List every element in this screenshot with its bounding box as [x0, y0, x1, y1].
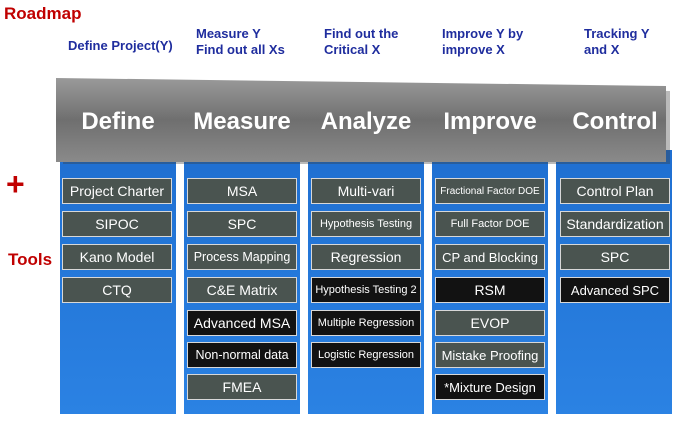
tool-evop: EVOP [435, 310, 545, 336]
tool-sipoc: SIPOC [62, 211, 172, 237]
tool-fractional-factor-doe: Fractional Factor DOE [435, 178, 545, 204]
step-desc-define: Define Project(Y) [68, 38, 173, 53]
tool-process-mapping: Process Mapping [187, 244, 297, 270]
tool-regression: Regression [311, 244, 421, 270]
step-desc-measure: Measure Y Find out all Xs [196, 26, 285, 57]
tool-non-normal-data: Non-normal data [187, 342, 297, 368]
step-desc-control: Tracking Y and X [584, 26, 650, 57]
tools-label: Tools [8, 250, 53, 269]
tool-fmea: FMEA [187, 374, 297, 400]
phase-banner [56, 78, 670, 164]
tool-msa: MSA [187, 178, 297, 204]
page-title: Roadmap [4, 4, 82, 23]
tool-spc: SPC [187, 211, 297, 237]
tool-spc-control: SPC [560, 244, 670, 270]
tool-logistic-regression: Logistic Regression [311, 342, 421, 368]
phase-define: Define [81, 108, 155, 135]
phase-measure: Measure [193, 108, 291, 135]
plus-sign: + [6, 166, 25, 202]
tool-cp-and-blocking: CP and Blocking [435, 244, 545, 270]
tool-control-plan: Control Plan [560, 178, 670, 204]
tool-multi-vari: Multi-vari [311, 178, 421, 204]
tool-project-charter: Project Charter [62, 178, 172, 204]
tool-ce-matrix: C&E Matrix [187, 277, 297, 303]
tool-full-factor-doe: Full Factor DOE [435, 211, 545, 237]
phase-improve: Improve [443, 108, 537, 135]
step-desc-analyze: Find out the Critical X [324, 26, 399, 57]
tool-standardization: Standardization [560, 211, 670, 237]
phase-analyze: Analyze [320, 108, 412, 135]
tool-mixture-design: *Mixture Design [435, 374, 545, 400]
phase-control: Control [572, 108, 658, 135]
tool-advanced-spc: Advanced SPC [560, 277, 670, 303]
tool-ctq: CTQ [62, 277, 172, 303]
tool-multiple-regression: Multiple Regression [311, 310, 421, 336]
tool-hypothesis-testing: Hypothesis Testing [311, 211, 421, 237]
tool-rsm: RSM [435, 277, 545, 303]
tool-mistake-proofing: Mistake Proofing [435, 342, 545, 368]
step-desc-improve: Improve Y by improve X [442, 26, 524, 57]
tool-hypothesis-testing-2: Hypothesis Testing 2 [311, 277, 421, 303]
tool-advanced-msa: Advanced MSA [187, 310, 297, 336]
tool-kano-model: Kano Model [62, 244, 172, 270]
